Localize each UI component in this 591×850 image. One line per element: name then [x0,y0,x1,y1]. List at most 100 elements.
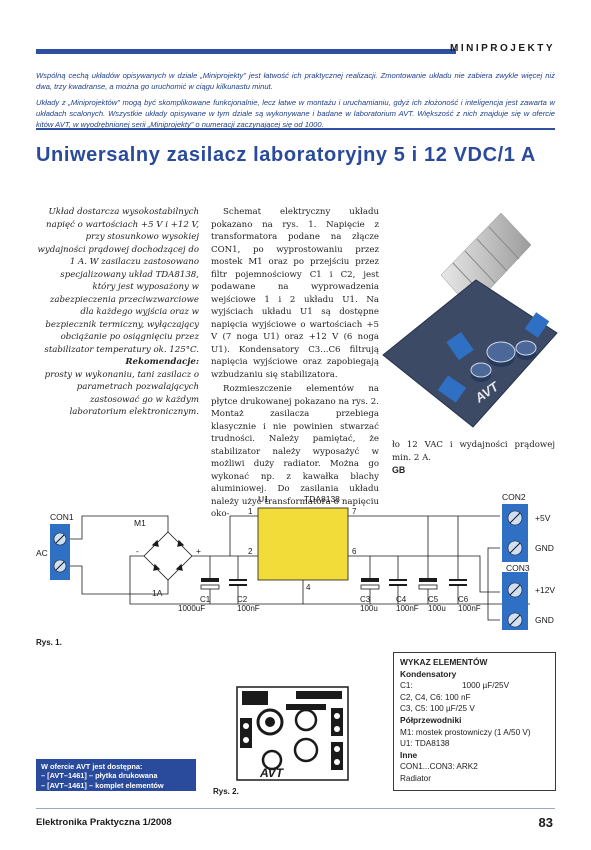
parts-heading-other: Inne [400,749,418,760]
author-signature: GB [392,465,406,475]
pcb-bridge [256,708,284,736]
parts-item-c1: C1: 1000 µF/25V [400,680,549,692]
rail-12v [348,555,500,593]
c6-label: C6 [458,595,469,604]
c1-value: 1000uF [178,604,205,613]
wire-vin-pin1 [229,515,258,556]
parts-item-heatsink: Radiator [400,773,431,783]
parts-title: WYKAZ ELEMENTÓW [400,657,488,667]
c1-label: C1 [200,595,211,604]
pcb-board [382,279,558,428]
lead-column: Układ dostarcza wysokostabilnych napięć … [36,206,199,419]
pcb-layout: AVT [236,686,349,781]
con2-label: CON2 [502,492,526,502]
c5-label: C5 [428,595,439,604]
c3-value: 100u [360,604,378,613]
ground-rail [129,555,530,605]
recommendations: Rekomendacje: prosty w wykonaniu, tani z… [36,356,199,419]
pin2-label: 2 [248,547,253,556]
bridge-minus-label: - [136,546,139,556]
figure-2-caption: Rys. 2. [213,787,239,796]
con3-connector [502,572,528,630]
parts-item-u1: U1: TDA8138 [400,739,450,749]
c4-label: C4 [396,595,407,604]
terminal-block-3 [524,312,550,338]
ac-label: AC [36,548,48,558]
m1-label: M1 [134,518,146,528]
c6-capacitor [449,516,467,604]
page-number: 83 [538,815,553,830]
lead-text: Układ dostarcza wysokostabilnych napięć … [37,207,199,355]
article-title: Uniwersalny zasilacz laboratoryjny 5 i 1… [36,144,536,166]
intro-paragraph-2: Układy z „Miniprojektów” mogą być skompl… [36,98,555,129]
footer-rule [36,808,555,809]
c4-value: 100nF [396,604,419,613]
recommendations-text: prosty w wykonaniu, tani zasilacz o para… [44,369,199,418]
parts-item-m1: M1: mostek prostowniczy (1 A/50 V) [400,727,531,737]
offer-line-3: – [AVT–1461] – komplet elementów [41,780,164,790]
figure-1-caption: Rys. 1. [36,638,62,647]
c5-value: 100u [428,604,446,613]
bridge-rating-label: 1A [152,588,163,598]
ic-label: TDA8138 [304,494,340,504]
c1-capacitor [200,556,220,604]
parts-c1-value: 1000 µF/25V [462,681,510,691]
terminal-block-1 [446,331,474,361]
schematic-diagram: CON1 AC M1 - + 1A C1 1000uF C2 100nF U1 … [36,492,555,630]
u1-label: U1 [258,494,269,504]
parts-item-c35: C3, C5: 100 µF/25 V [400,704,475,714]
c4-capacitor [389,556,407,604]
out-5v-label: +5V [535,513,551,523]
pcb-brand: AVT [259,766,285,780]
header-rule [36,49,456,54]
pcb-capacitor [293,737,319,763]
parts-heading-capacitors: Kondensatory [400,668,457,679]
parts-item-c246: C2, C4, C6: 100 nF [400,692,471,702]
c2-label: C2 [237,595,248,604]
body-paragraph-1: Schemat elektryczny układu pokazano na r… [211,207,379,380]
pin6-label: 6 [352,547,357,556]
gnd-1-label: GND [535,543,554,553]
c5-capacitor [418,516,438,604]
wire-ac1 [70,515,169,540]
pin4-label: 4 [306,583,311,592]
capacitor-1 [486,341,516,367]
u1-regulator [257,507,349,581]
parts-list: WYKAZ ELEMENTÓW Kondensatory C1: 1000 µF… [393,652,556,791]
capacitor-3 [470,362,492,382]
bridge-plus-label: + [196,546,201,556]
body-column-continued: ło 12 VAC i wydajności prądowej min. 2 A… [392,439,555,477]
wire-ac2 [70,565,169,595]
out-12v-label: +12V [535,585,555,595]
con1-label: CON1 [50,512,74,522]
offer-line-2: – [AVT–1461] – płytka drukowana [41,771,158,781]
capacitor-2 [515,340,537,360]
pin7-label: 7 [352,507,357,516]
c3-capacitor [360,556,380,604]
parts-heading-semiconductors: Półprzewodniki [400,714,462,725]
magazine-issue: Elektronika Praktyczna 1/2008 [36,817,172,828]
pcb-con1 [240,718,252,748]
body-paragraph-3: ło 12 VAC i wydajności prądowej min. 2 A… [392,440,555,463]
offer-line-1: W ofercie AVT jest dostępna: [41,762,143,771]
c3-label: C3 [360,595,371,604]
c2-capacitor [229,556,247,604]
parts-c1-label: C1: [400,681,413,691]
section-label: MINIPROJEKTY [449,43,555,54]
con2-connector [502,504,528,562]
c6-value: 100nF [458,604,481,613]
intro-rule [36,128,555,130]
parts-item-connectors: CON1...CON3: ARK2 [400,762,478,772]
terminal-block-2 [437,375,467,403]
pin1-label: 1 [248,507,253,516]
avt-offer-box: W ofercie AVT jest dostępna: – [AVT–1461… [36,759,196,791]
con3-label: CON3 [506,563,530,573]
intro-paragraph-1: Wspólną cechą układów opisywanych w dzia… [36,71,555,91]
c2-value: 100nF [237,604,260,613]
body-paragraph-2: Rozmieszczenie elementów na płytce druko… [211,384,379,519]
con1-connector [50,524,70,580]
bridge-rectifier [143,531,193,581]
gnd-2-label: GND [535,615,554,625]
body-column: Schemat elektryczny układu pokazano na r… [211,206,379,523]
recommendations-heading: Rekomendacje: [125,357,199,367]
